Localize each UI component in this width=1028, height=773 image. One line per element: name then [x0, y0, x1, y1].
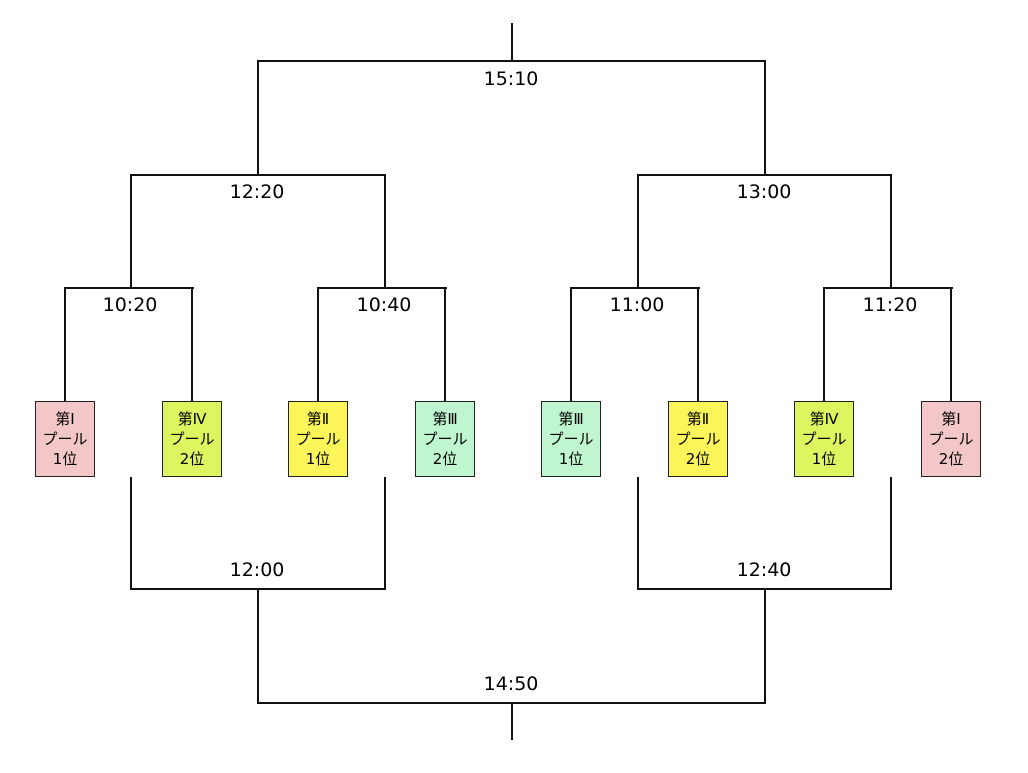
- team-rank: 1位: [305, 450, 331, 468]
- bracket-line: [384, 477, 386, 590]
- bracket-line: [950, 287, 952, 401]
- bracket-line: [511, 23, 513, 61]
- team-pool: 第Ⅲ: [432, 410, 458, 428]
- bracket-line: [191, 287, 193, 401]
- team-pool-label: プール: [42, 430, 88, 448]
- bracket-line: [317, 287, 447, 289]
- team-rank: 1位: [811, 450, 837, 468]
- team-pool: 第Ⅱ: [686, 410, 710, 428]
- team-pool: 第Ⅳ: [809, 410, 839, 428]
- bracket-line: [444, 287, 446, 401]
- bracket-line: [697, 287, 699, 401]
- bracket-line: [823, 287, 825, 401]
- match-time-semi-right-top: 13:00: [732, 181, 796, 203]
- match-time-qf-2: 10:40: [352, 294, 416, 316]
- bracket-line: [890, 477, 892, 590]
- match-time-lower-right: 12:40: [732, 559, 796, 581]
- team-pool: 第Ⅳ: [177, 410, 207, 428]
- team-pool-label: プール: [422, 430, 468, 448]
- bracket-line: [570, 287, 572, 401]
- bracket-line: [637, 477, 639, 590]
- match-time-qf-3: 11:00: [605, 294, 669, 316]
- team-rank: 1位: [52, 450, 78, 468]
- bracket-line: [764, 588, 766, 704]
- match-time-semi-left-top: 12:20: [225, 181, 289, 203]
- bracket-line: [257, 60, 766, 62]
- team-pool-label: プール: [548, 430, 594, 448]
- bracket-line: [130, 477, 132, 590]
- bracket-line: [637, 174, 639, 288]
- bracket-line: [823, 287, 953, 289]
- bracket-line: [764, 60, 766, 175]
- team-rank: 2位: [685, 450, 711, 468]
- match-time-final-bottom: 14:50: [479, 673, 543, 695]
- bracket-line: [64, 287, 66, 401]
- team-rank: 2位: [179, 450, 205, 468]
- team-pool-label: プール: [169, 430, 215, 448]
- bracket-line: [130, 174, 386, 176]
- team-pool: 第Ⅰ: [941, 410, 961, 428]
- bracket-line: [637, 174, 892, 176]
- bracket-line: [257, 60, 259, 175]
- bracket-line: [130, 174, 132, 288]
- team-box: 第Ⅲ プール 2位: [415, 401, 475, 477]
- bracket-line: [570, 287, 700, 289]
- bracket-line: [511, 702, 513, 740]
- team-box: 第Ⅲ プール 1位: [541, 401, 601, 477]
- team-pool-label: プール: [928, 430, 974, 448]
- team-box: 第Ⅳ プール 1位: [794, 401, 854, 477]
- team-pool: 第Ⅰ: [55, 410, 75, 428]
- bracket-line: [384, 174, 386, 288]
- team-box: 第Ⅰ プール 2位: [921, 401, 981, 477]
- team-pool-label: プール: [295, 430, 341, 448]
- team-rank: 2位: [938, 450, 964, 468]
- team-pool: 第Ⅱ: [306, 410, 330, 428]
- team-pool: 第Ⅲ: [558, 410, 584, 428]
- match-time-lower-left: 12:00: [225, 559, 289, 581]
- match-time-qf-1: 10:20: [98, 294, 162, 316]
- team-box: 第Ⅳ プール 2位: [162, 401, 222, 477]
- team-box: 第Ⅱ プール 1位: [288, 401, 348, 477]
- match-time-final-top: 15:10: [479, 68, 543, 90]
- bracket-line: [257, 588, 259, 704]
- bracket-line: [317, 287, 319, 401]
- team-pool-label: プール: [675, 430, 721, 448]
- bracket-line: [64, 287, 194, 289]
- team-rank: 2位: [432, 450, 458, 468]
- team-rank: 1位: [558, 450, 584, 468]
- team-box: 第Ⅰ プール 1位: [35, 401, 95, 477]
- bracket-line: [890, 174, 892, 288]
- team-pool-label: プール: [801, 430, 847, 448]
- team-box: 第Ⅱ プール 2位: [668, 401, 728, 477]
- match-time-qf-4: 11:20: [858, 294, 922, 316]
